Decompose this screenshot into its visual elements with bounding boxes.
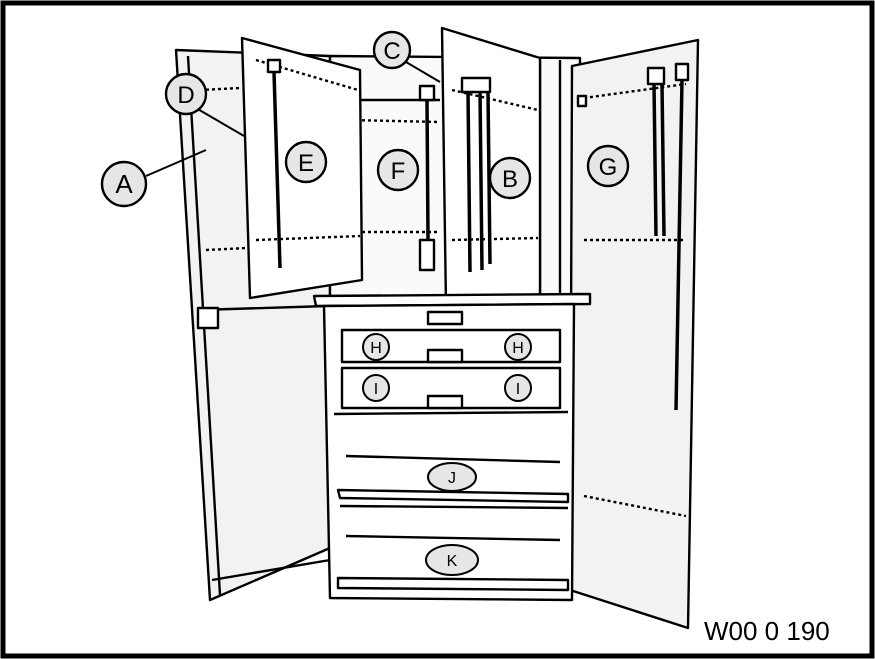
label-j: J <box>448 470 456 487</box>
worktop <box>312 292 592 308</box>
callout-d: D <box>164 72 208 116</box>
callout-f: F <box>376 148 420 192</box>
label-i-left: I <box>374 381 378 398</box>
callout-c: C <box>372 30 412 70</box>
callout-b: B <box>488 156 532 200</box>
callout-a: A <box>100 160 148 208</box>
label-h-left: H <box>370 340 382 357</box>
callout-e: E <box>284 140 328 184</box>
callout-h-left: H <box>362 333 390 361</box>
figure-code: W00 0 190 <box>704 616 830 646</box>
panel-f-tool <box>418 84 436 272</box>
callout-i-right: I <box>504 374 532 402</box>
label-a: A <box>115 169 133 199</box>
label-h-right: H <box>512 340 524 357</box>
callout-k: K <box>425 544 479 576</box>
callout-h-right: H <box>504 333 532 361</box>
label-g: G <box>599 154 618 181</box>
label-b: B <box>502 166 518 193</box>
label-i-right: I <box>516 381 520 398</box>
label-c: C <box>383 38 400 65</box>
callout-i-left: I <box>362 374 390 402</box>
leader-lines <box>145 61 441 177</box>
label-e: E <box>298 150 314 177</box>
callout-g: G <box>586 144 630 188</box>
label-f: F <box>391 158 406 185</box>
callout-j: J <box>427 462 477 492</box>
label-k: K <box>447 553 458 570</box>
door-g <box>568 38 700 630</box>
cabinet-drawing <box>174 26 700 630</box>
label-d: D <box>177 82 194 109</box>
